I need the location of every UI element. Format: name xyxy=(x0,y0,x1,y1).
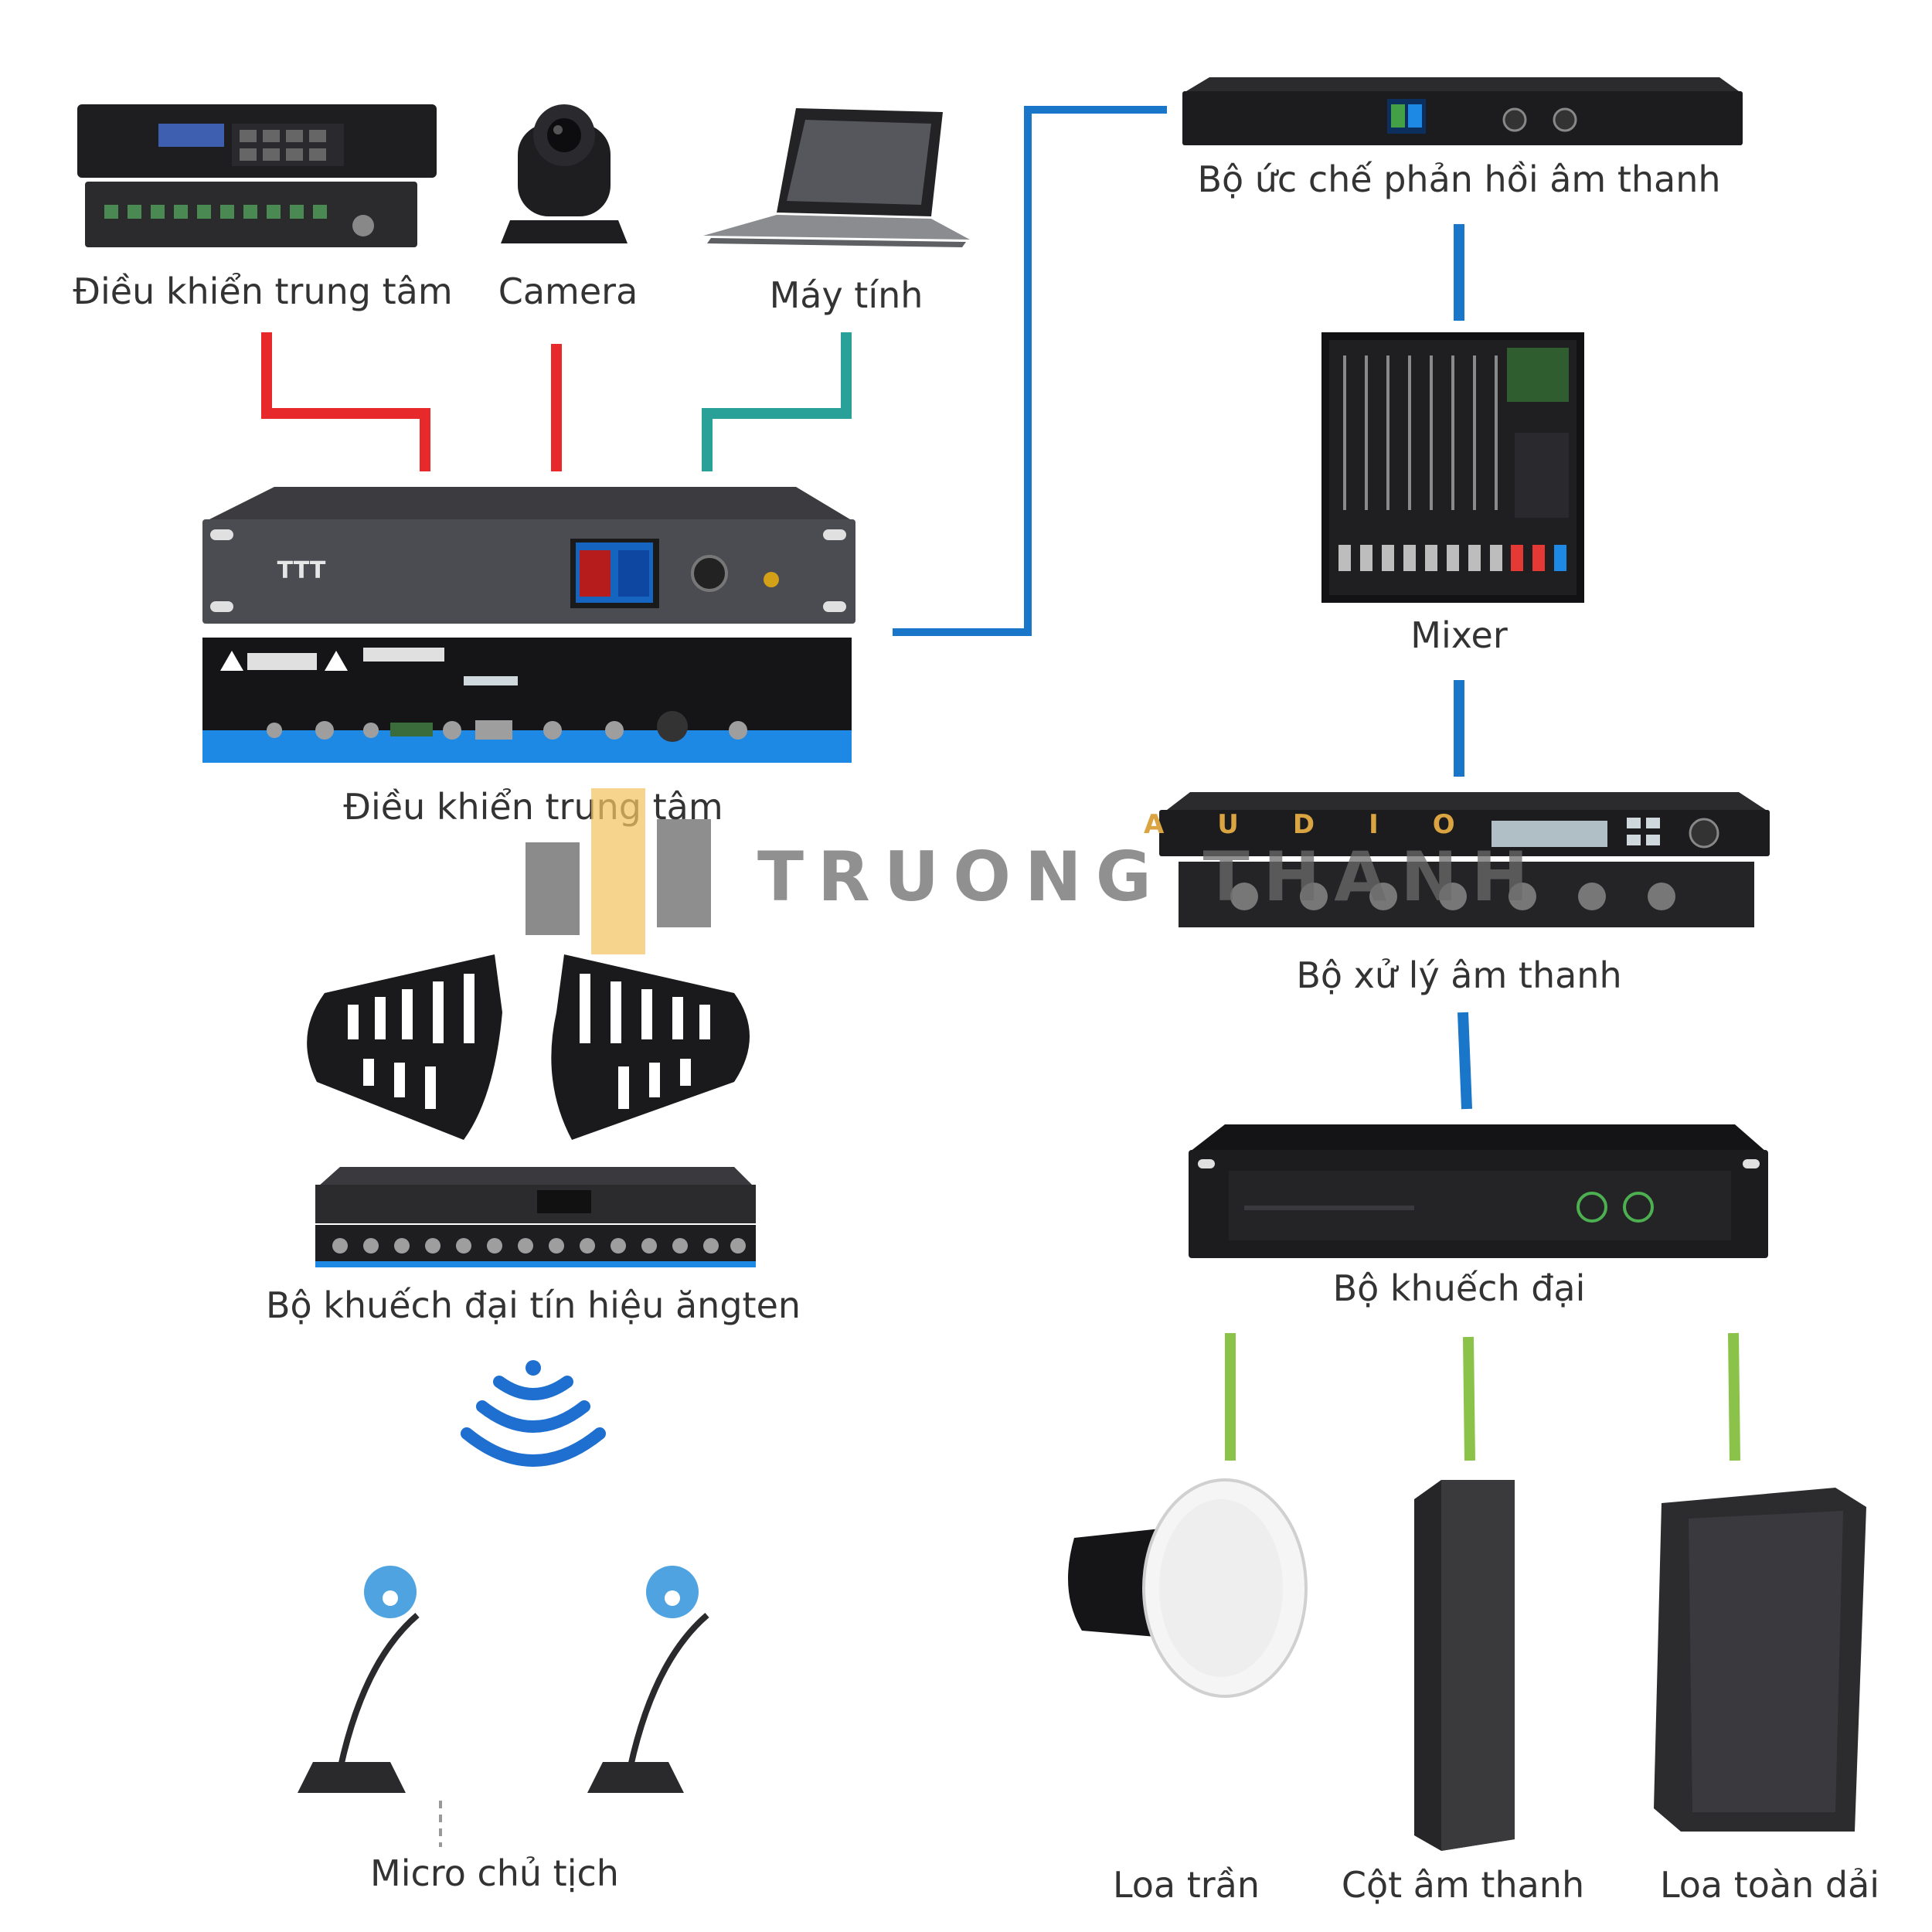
wifi-signal-icon xyxy=(461,1360,606,1467)
microphone-right xyxy=(587,1566,709,1793)
label-antenna-amplifier: Bộ khuếch đại tín hiệu ăngten xyxy=(266,1284,801,1326)
green-line-to-column xyxy=(1463,1336,1475,1461)
label-feedback-suppressor: Bộ ức chế phản hồi âm thanh xyxy=(1197,158,1720,200)
laptop-device xyxy=(703,108,970,247)
label-camera: Camera xyxy=(498,270,638,312)
mixer-device xyxy=(1321,332,1584,603)
connections xyxy=(261,106,1740,1847)
camera-device xyxy=(501,104,628,243)
fullrange-speaker-device xyxy=(1654,1488,1866,1832)
column-speaker-device xyxy=(1414,1480,1515,1851)
label-mixer: Mixer xyxy=(1410,614,1508,656)
blue-line-processor-to-amplifier xyxy=(1458,1012,1472,1110)
watermark-main: TRUONG THANH xyxy=(757,837,1543,917)
label-central-control-top: Điều khiển trung tâm xyxy=(73,270,452,312)
label-computer: Máy tính xyxy=(770,274,923,316)
amplifier-device xyxy=(1189,1124,1768,1258)
device-logo: TTT xyxy=(277,557,326,584)
ceiling-speaker-device xyxy=(1068,1478,1308,1698)
central-control-main-device: TTT xyxy=(202,487,855,763)
watermark-sub: AUDIO xyxy=(1144,809,1509,840)
label-ceiling-speaker: Loa trần xyxy=(1113,1864,1260,1906)
green-line-to-fullrange xyxy=(1728,1332,1740,1461)
label-chairman-mic: Micro chủ tịch xyxy=(370,1852,619,1894)
microphone-left xyxy=(298,1566,420,1793)
blue-line-main-to-suppressor xyxy=(893,106,1167,636)
audio-processor-device xyxy=(1159,792,1770,927)
label-column-speaker: Cột âm thanh xyxy=(1342,1864,1584,1906)
feedback-suppressor-device xyxy=(1182,77,1743,145)
red-line-control-to-main xyxy=(261,332,430,471)
central-control-device-small xyxy=(77,104,437,247)
label-amplifier: Bộ khuếch đại xyxy=(1333,1267,1586,1309)
antenna-device xyxy=(307,954,756,1267)
label-audio-processor: Bộ xử lý âm thanh xyxy=(1296,954,1621,996)
watermark-logo xyxy=(526,788,711,954)
teal-line-computer-to-main xyxy=(702,332,852,471)
label-fullrange-speaker: Loa toàn dải xyxy=(1660,1864,1879,1906)
